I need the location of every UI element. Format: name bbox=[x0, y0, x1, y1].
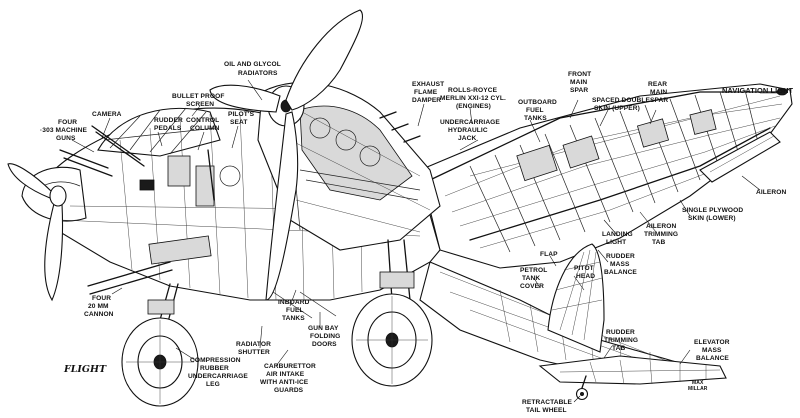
label-aileron-trim-1: AILERON bbox=[646, 223, 677, 230]
label-aileron-trim-3: TAB bbox=[652, 239, 665, 246]
label-petrol-1: PETROL bbox=[520, 267, 547, 274]
label-exhaust-2: FLAME bbox=[414, 89, 438, 96]
engine-nacelle bbox=[257, 81, 441, 251]
main-undercarriage bbox=[121, 239, 433, 407]
label-rolls-royce-1: ROLLS-ROYCE bbox=[448, 87, 498, 94]
label-outboard-2: FUEL bbox=[526, 107, 544, 114]
label-radiator-2: SHUTTER bbox=[238, 349, 270, 356]
label-landing-light-2: LIGHT bbox=[606, 239, 626, 246]
label-rear-spar-2: MAIN bbox=[650, 89, 667, 96]
label-spaced-skin-2: SKIN (UPPER) bbox=[594, 105, 640, 112]
label-single-ply-1: SINGLE PLYWOOD bbox=[682, 207, 743, 214]
label-rudder-mass-2: MASS bbox=[610, 261, 630, 268]
callout-labels: NAVIGATION LIGHT OIL AND GLYCOL RADIATOR… bbox=[40, 61, 794, 414]
label-compression-3: UNDERCARRIAGE bbox=[188, 373, 248, 380]
label-control-column-1: CONTROL bbox=[186, 117, 219, 124]
tail-section bbox=[419, 243, 727, 401]
label-tailwheel-1: RETRACTABLE bbox=[522, 399, 573, 406]
label-rolls-royce-3: (ENGINES) bbox=[456, 103, 491, 110]
label-rolls-royce-2: MERLIN XXI-12 CYL. bbox=[440, 95, 506, 102]
label-oil-glycol-radiators-2: RADIATORS bbox=[238, 70, 278, 77]
label-outboard-1: OUTBOARD bbox=[518, 99, 557, 106]
label-uc-jack-2: HYDRAULIC bbox=[448, 127, 488, 134]
label-spaced-skin-1: SPACED DOUBLE bbox=[592, 97, 650, 104]
label-compression-4: LEG bbox=[206, 381, 220, 388]
label-rudder-mass-3: BALANCE bbox=[604, 269, 637, 276]
label-compression-1: COMPRESSION bbox=[190, 357, 241, 364]
label-single-ply-2: SKIN (LOWER) bbox=[688, 215, 736, 222]
label-rear-spar-1: REAR bbox=[648, 81, 667, 88]
label-exhaust-1: EXHAUST bbox=[412, 81, 444, 88]
label-front-spar-3: SPAR bbox=[570, 87, 588, 94]
artist-signature-1: MAX bbox=[692, 380, 704, 386]
label-uc-jack-1: UNDERCARRIAGE bbox=[440, 119, 500, 126]
label-control-column-2: COLUMN bbox=[190, 125, 220, 132]
label-cannon-3: CANNON bbox=[84, 311, 114, 318]
label-carb-1: CARBURETTOR bbox=[264, 363, 316, 370]
label-four-mg-3: GUNS bbox=[56, 135, 76, 142]
leader-lines bbox=[71, 79, 780, 403]
label-front-spar-2: MAIN bbox=[570, 79, 587, 86]
label-gunbay-1: GUN BAY bbox=[308, 325, 339, 332]
label-inboard-1: INBOARD bbox=[278, 299, 310, 306]
label-front-spar-1: FRONT bbox=[568, 71, 591, 78]
label-elevator-2: MASS bbox=[702, 347, 722, 354]
label-rudder-pedals-1: RUDDER bbox=[154, 117, 183, 124]
label-rudder-pedals-2: PEDALS bbox=[154, 125, 182, 132]
label-oil-glycol-radiators-1: OIL AND GLYCOL bbox=[224, 61, 281, 68]
label-petrol-2: TANK bbox=[522, 275, 540, 282]
label-pilots-seat-1: PILOT'S bbox=[228, 111, 255, 118]
label-four-mg-1: FOUR bbox=[58, 119, 77, 126]
label-outboard-3: TANKS bbox=[524, 115, 547, 122]
label-exhaust-3: DAMPER bbox=[412, 97, 441, 104]
label-cannon-2: 20 MM bbox=[88, 303, 109, 310]
label-pitot-2: HEAD bbox=[576, 273, 595, 280]
label-gunbay-2: FOLDING bbox=[310, 333, 340, 340]
label-carb-4: GUARDS bbox=[274, 387, 304, 394]
label-camera: CAMERA bbox=[92, 111, 122, 118]
propellers bbox=[7, 9, 364, 302]
label-gunbay-3: DOORS bbox=[312, 341, 337, 348]
label-elevator-1: ELEVATOR bbox=[694, 339, 730, 346]
label-rudder-mass-1: RUDDER bbox=[606, 253, 635, 260]
artist-signature-2: MILLAR bbox=[688, 386, 708, 392]
label-rudder-trim-1: RUDDER bbox=[606, 329, 635, 336]
label-radiator-1: RADIATOR bbox=[236, 341, 271, 348]
label-aileron: AILERON bbox=[756, 189, 787, 196]
label-petrol-3: COVER bbox=[520, 283, 544, 290]
flight-logo: FLIGHT bbox=[63, 364, 107, 375]
label-aileron-trim-2: TRIMMING bbox=[644, 231, 678, 238]
label-uc-jack-3: JACK bbox=[458, 135, 476, 142]
label-rear-spar-3: SPAR bbox=[650, 97, 668, 104]
label-bullet-proof-screen-1: BULLET PROOF bbox=[172, 93, 224, 100]
label-compression-2: RUBBER bbox=[200, 365, 229, 372]
label-pitot-1: PITOT bbox=[574, 265, 594, 272]
label-landing-light-1: LANDING bbox=[602, 231, 633, 238]
label-rudder-trim-2: TRIMMING bbox=[604, 337, 638, 344]
label-four-mg-2: ·303 MACHINE bbox=[40, 127, 88, 134]
label-cannon-1: FOUR bbox=[92, 295, 111, 302]
label-tailwheel-2: TAIL WHEEL bbox=[526, 407, 567, 414]
label-carb-2: AIR INTAKE bbox=[266, 371, 305, 378]
label-inboard-3: TANKS bbox=[282, 315, 305, 322]
label-elevator-3: BALANCE bbox=[696, 355, 729, 362]
label-flap: FLAP bbox=[540, 251, 558, 258]
label-bullet-proof-screen-2: SCREEN bbox=[186, 101, 214, 108]
label-rudder-trim-3: TAB bbox=[612, 345, 625, 352]
starboard-wing bbox=[419, 83, 793, 269]
label-carb-3: WITH ANTI-ICE bbox=[260, 379, 309, 386]
label-pilots-seat-2: SEAT bbox=[230, 119, 248, 126]
label-navigation-light: NAVIGATION LIGHT bbox=[722, 86, 794, 95]
label-inboard-2: FUEL bbox=[286, 307, 304, 314]
